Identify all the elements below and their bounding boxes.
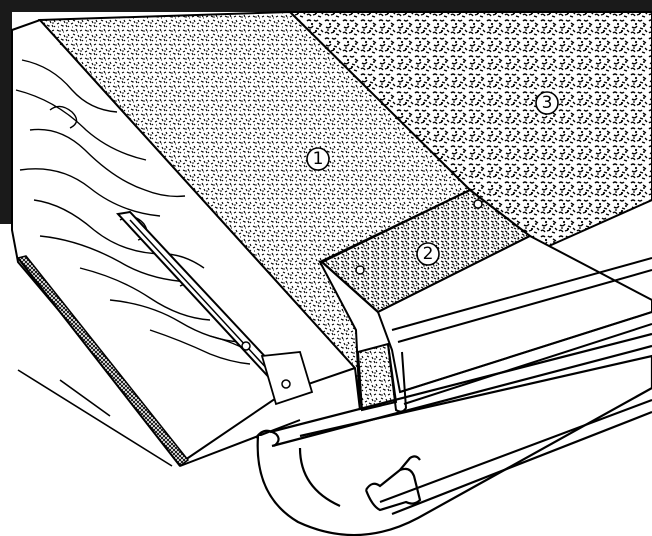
leader-line (17, 369, 173, 467)
callout-2-label: 2 (423, 244, 434, 264)
nail (355, 265, 365, 275)
fastener (281, 379, 291, 389)
callout-1-label: 1 (313, 149, 324, 169)
drip-edge (116, 210, 314, 406)
gutter (255, 332, 652, 536)
roof-deck (11, 18, 430, 468)
shingle-1 (37, 10, 472, 411)
callout-3: 3 (535, 91, 559, 115)
frame-left (0, 0, 12, 224)
flashing-strip (376, 234, 652, 413)
nail (473, 199, 483, 209)
callout-2: 2 (416, 242, 440, 266)
fastener (241, 341, 251, 351)
callout-1: 1 (306, 147, 330, 171)
leader-line (59, 379, 111, 417)
frame-top (0, 0, 652, 12)
callout-3-label: 3 (542, 93, 553, 113)
